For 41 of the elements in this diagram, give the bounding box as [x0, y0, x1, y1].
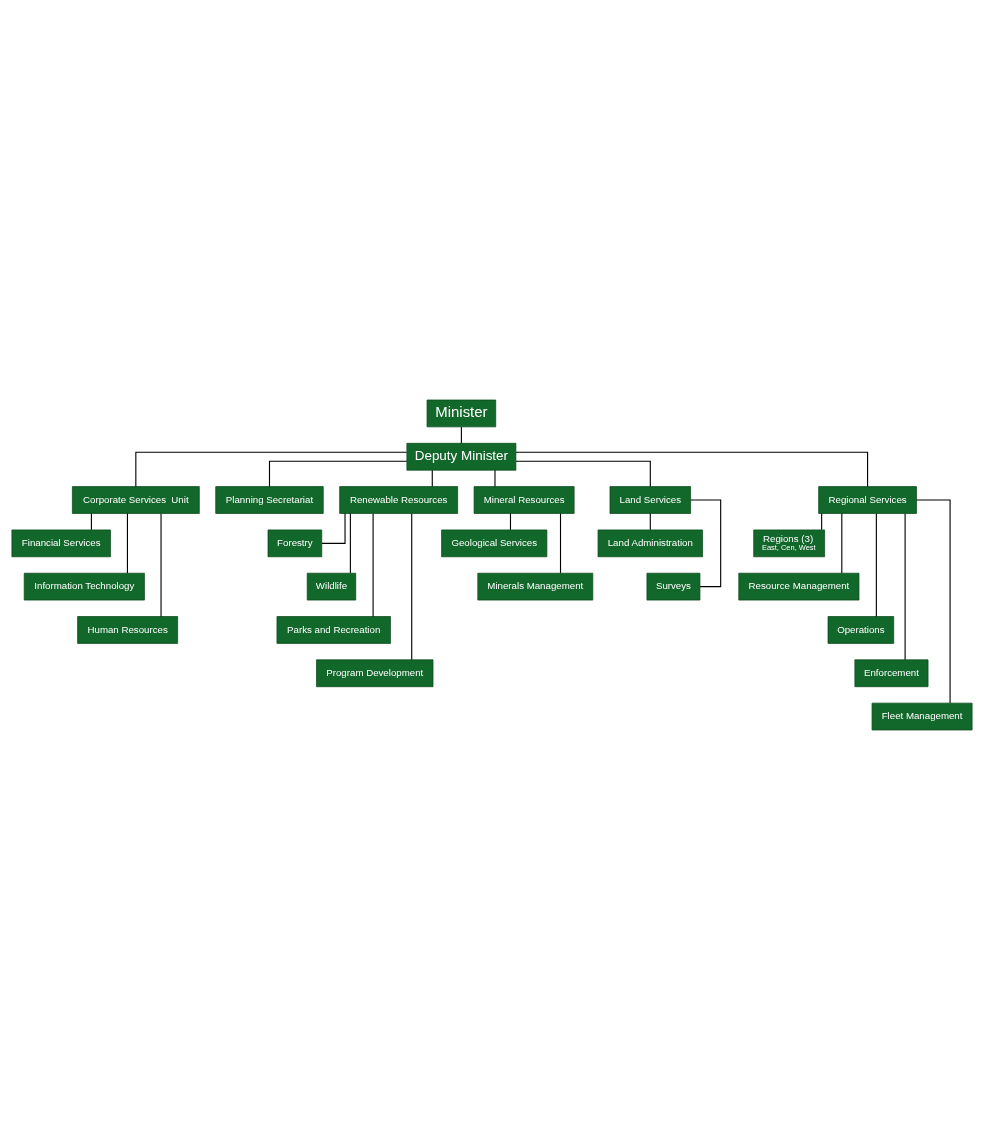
connector — [135, 451, 408, 488]
connector — [126, 513, 128, 574]
node-box: Human Resources — [77, 616, 179, 644]
connector — [160, 513, 162, 618]
node-box: Geological Services — [441, 529, 548, 558]
node-box: Renewable Resources — [339, 486, 459, 514]
node-box: Program Development — [316, 659, 434, 688]
node-box: Minister — [426, 399, 497, 428]
connector — [494, 469, 496, 487]
connector — [875, 513, 877, 618]
node-box: Mineral Resources — [473, 486, 575, 514]
connector — [690, 499, 722, 588]
node-box: Land Services — [609, 486, 691, 514]
connector — [411, 513, 413, 661]
node-box: Financial Services — [11, 529, 111, 558]
node-box: Parks and Recreation — [276, 616, 391, 644]
node-box: Surveys — [646, 572, 701, 601]
connector — [268, 460, 408, 487]
connector — [321, 512, 346, 544]
connector — [515, 460, 651, 487]
connector — [841, 513, 843, 574]
node-box: Enforcement — [854, 659, 929, 688]
node-box: Wildlife — [306, 572, 357, 601]
connector — [559, 513, 562, 574]
node-box: Regional Services — [818, 486, 917, 514]
connector — [915, 499, 951, 704]
connector — [372, 513, 374, 618]
node-box: Fleet Management — [871, 702, 973, 731]
node-box: Operations — [827, 616, 895, 644]
node-box: Planning Secretariat — [215, 486, 324, 514]
node-box: Resource Management — [738, 572, 860, 601]
connector — [349, 513, 351, 574]
node-box: Regions (3) East, Cen, West — [753, 529, 825, 558]
node-box: Information Technology — [23, 572, 145, 601]
connector — [515, 451, 869, 488]
node-box: Deputy Minister — [406, 442, 517, 471]
node-box: Corporate Services Unit — [72, 486, 200, 514]
node-box: Forestry — [267, 529, 323, 558]
node-box: Land Administration — [597, 529, 703, 558]
node-box: Minerals Management — [477, 572, 594, 601]
connector — [904, 513, 906, 661]
